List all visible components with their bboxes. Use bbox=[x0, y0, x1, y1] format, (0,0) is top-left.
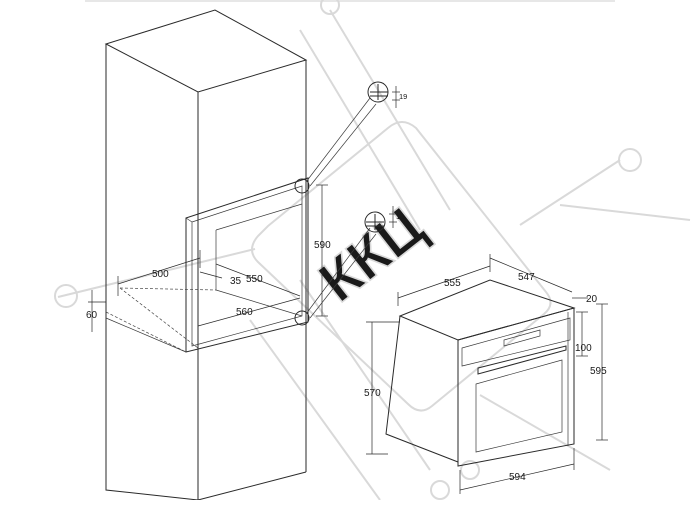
detail-callouts: 19 18 bbox=[294, 81, 407, 326]
tall-cabinet bbox=[104, 9, 309, 501]
dim-bottom-gap: 18 bbox=[396, 212, 404, 221]
oven bbox=[385, 279, 576, 467]
dim-oven-width: 594 bbox=[509, 472, 526, 483]
dim-inner-width: 550 bbox=[246, 274, 263, 285]
dim-oven-panel: 100 bbox=[575, 343, 592, 354]
dim-oven-door: 20 bbox=[586, 294, 598, 305]
detail-top: 19 bbox=[367, 81, 407, 108]
oven-dimensions: 555 547 20 100 595 570 594 bbox=[364, 254, 608, 494]
dim-oven-total-height: 595 bbox=[590, 366, 607, 377]
dim-top-gap: 19 bbox=[399, 92, 407, 101]
dim-inner-height: 590 bbox=[314, 240, 331, 251]
cabinet-dimensions: 500 35 550 560 590 60 bbox=[86, 184, 331, 332]
dim-oven-body-height: 570 bbox=[364, 388, 381, 399]
detail-bottom: 18 bbox=[364, 206, 404, 233]
dim-floor-gap: 60 bbox=[86, 310, 98, 321]
dim-opening-width: 560 bbox=[236, 307, 253, 318]
watermark: ККЦ bbox=[54, 0, 691, 501]
detail-marker-bottom bbox=[294, 310, 310, 326]
dim-cabinet-depth: 500 bbox=[152, 269, 169, 280]
detail-marker-top bbox=[294, 178, 310, 194]
dim-oven-top-depth: 547 bbox=[518, 272, 535, 283]
dim-setback: 35 bbox=[230, 276, 242, 287]
dim-oven-depth: 555 bbox=[444, 278, 461, 289]
